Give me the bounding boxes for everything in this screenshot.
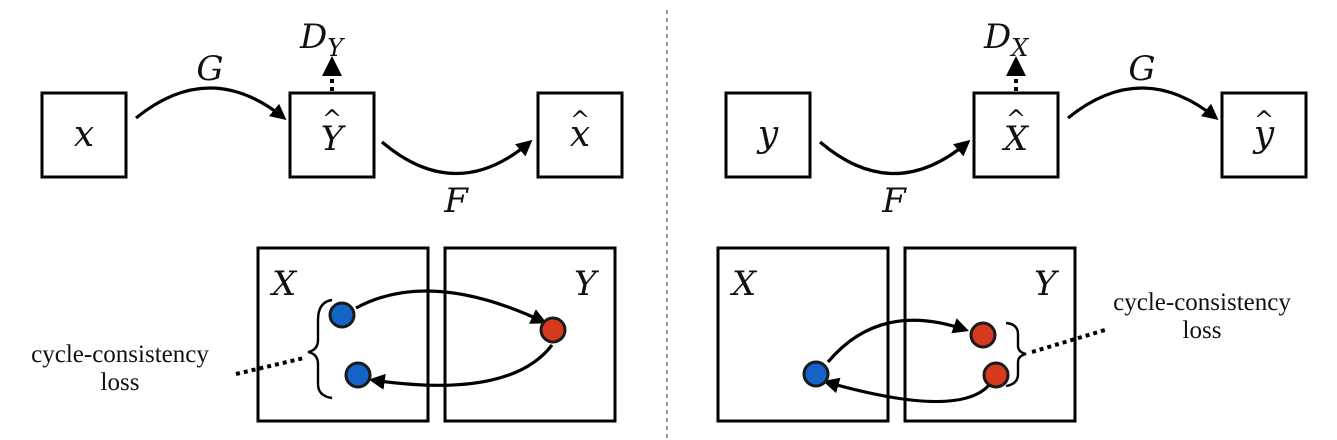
domain-y-label-right: Y — [1034, 264, 1060, 304]
loss-dotted-line — [235, 356, 305, 376]
point-x-reconstructed — [344, 361, 372, 389]
domain-y-box — [443, 246, 617, 423]
loss-brace — [307, 298, 333, 400]
node-y-label: y — [756, 114, 779, 155]
cycle-arrow-backward-right — [822, 377, 992, 404]
arrow-g-xhat-to-yhat — [1066, 86, 1219, 121]
node-x-hat-label: x — [570, 114, 590, 155]
point-y-translated — [539, 316, 567, 344]
node-x-hat-box-right — [972, 91, 1060, 179]
arrow-f-yhat-to-xhat — [380, 139, 533, 176]
cycle-arrow-forward-right — [826, 318, 970, 364]
loss-label-line1-right: cycle-consistency — [1113, 289, 1291, 316]
domain-x-label: X — [269, 264, 298, 304]
node-x-hat-label-right: X — [1001, 119, 1030, 159]
node-y-hat-hat: ^ — [322, 105, 342, 133]
cycle-arrow-backward — [368, 344, 554, 390]
point-y-original-right — [969, 321, 997, 349]
loss-label-line2: loss — [101, 369, 140, 396]
discriminator-x-label: DX — [983, 17, 1029, 62]
node-y-hat-hat-right: ^ — [1254, 106, 1274, 134]
point-y-reconstructed-right — [982, 361, 1010, 389]
domain-y-label: Y — [574, 264, 600, 304]
arrow-g-x-to-yhat — [134, 86, 287, 121]
point-x-original — [328, 301, 356, 329]
node-y-hat-box-right — [1220, 91, 1308, 179]
domain-x-label-right: X — [729, 264, 758, 304]
loss-label-line1: cycle-consistency — [31, 341, 209, 368]
cycle-arrow-forward — [355, 289, 547, 324]
loss-label-line2-right: loss — [1183, 317, 1222, 344]
node-x-label: x — [74, 114, 94, 155]
node-x-hat-box — [536, 91, 624, 179]
arrow-label-f: F — [443, 181, 469, 221]
node-y-hat-label: Y — [321, 119, 347, 159]
node-x-box — [40, 91, 128, 179]
arrow-label-f-right: F — [881, 181, 907, 221]
left-panel: x Y ^ x ^ G F DY X Y cycle-consistency — [31, 17, 624, 423]
node-x-hat-hat-right: ^ — [1006, 105, 1026, 133]
loss-brace-right — [1005, 321, 1027, 388]
arrow-label-g: G — [196, 49, 223, 89]
domain-x-box — [256, 246, 430, 423]
discriminator-y-label: DY — [299, 17, 345, 62]
node-x-hat-hat: ^ — [570, 106, 590, 134]
point-x-original-right — [802, 360, 830, 388]
right-panel: y X ^ y ^ F G DX X Y cycle-consistency l… — [716, 17, 1308, 423]
node-y-box — [724, 91, 812, 179]
arrow-f-y-to-xhat — [818, 139, 971, 176]
node-y-hat-label-right: y — [1252, 114, 1275, 155]
node-y-hat-box — [288, 91, 376, 179]
arrow-label-g-right: G — [1128, 49, 1155, 89]
